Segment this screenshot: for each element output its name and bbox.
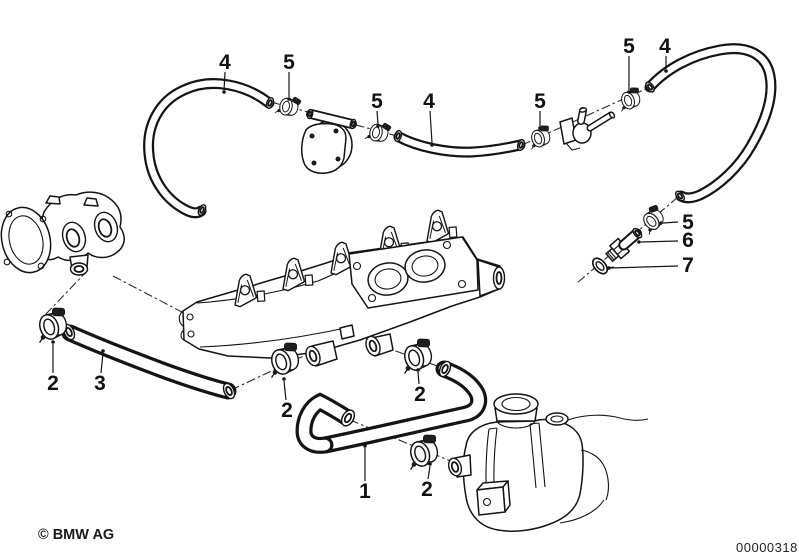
- copyright-notice: © BMW AG: [38, 527, 114, 543]
- callout-label[interactable]: 2: [47, 372, 59, 395]
- intake-manifold: [178, 208, 506, 367]
- hose-3: [61, 323, 237, 400]
- callout-5e[interactable]: 5: [659, 211, 694, 234]
- hose-4-left: [143, 78, 275, 219]
- callout-label[interactable]: 2: [281, 399, 293, 422]
- housing-port-1: [61, 221, 87, 253]
- callout-4a[interactable]: 4: [219, 51, 231, 94]
- callout-5d[interactable]: 5: [623, 35, 635, 94]
- callout-label[interactable]: 2: [414, 383, 426, 406]
- callout-1[interactable]: 1: [359, 444, 371, 503]
- housing-flange: [0, 206, 52, 274]
- hose-clamp-2c: [394, 334, 439, 375]
- callout-label[interactable]: 5: [682, 211, 694, 234]
- axis-housing-hose3: [45, 269, 89, 332]
- hose-4-right: [644, 43, 777, 204]
- callout-label[interactable]: 5: [534, 90, 546, 113]
- callout-label[interactable]: 5: [371, 90, 383, 113]
- actuator-pipe: [306, 108, 357, 130]
- hose-clamp-2d: [400, 430, 445, 471]
- callout-label[interactable]: 5: [283, 51, 295, 74]
- callout-4c[interactable]: 4: [659, 35, 671, 73]
- callout-2b[interactable]: 2: [281, 377, 293, 422]
- seal-ring: [591, 257, 615, 275]
- housing-tab: [45, 195, 61, 205]
- expansion-tank: [447, 393, 649, 532]
- callout-label[interactable]: 2: [421, 478, 433, 501]
- hose-1: [295, 360, 488, 454]
- tank-right-contour: [559, 449, 609, 524]
- actuator-face: [301, 122, 347, 174]
- callout-label[interactable]: 7: [682, 254, 694, 277]
- manifold-rail-line: [199, 326, 351, 348]
- callout-label[interactable]: 1: [359, 480, 371, 503]
- t-valve-nozzle: [586, 111, 616, 132]
- t-valve-top-stub: [577, 107, 588, 125]
- hose-clamp-5e: [635, 202, 669, 236]
- thermostat-housing: [0, 191, 125, 276]
- housing-flange-inner: [8, 215, 44, 265]
- housing-bottom-port: [69, 254, 89, 276]
- manifold-left-flange: [178, 310, 195, 341]
- callouts: 4 5 5 4 5 5 4 5: [47, 35, 694, 503]
- callout-4b[interactable]: 4: [423, 90, 435, 147]
- hose-clamp-5a: [274, 92, 303, 119]
- callout-2c[interactable]: 2: [414, 368, 426, 406]
- hose-4-middle: [393, 129, 526, 158]
- tank-filler-neck: [493, 393, 539, 429]
- housing-port-2: [93, 211, 119, 243]
- callout-5c[interactable]: 5: [534, 90, 546, 130]
- tank-inlet-stub: [447, 454, 472, 478]
- manifold-right-port: [477, 259, 506, 297]
- callout-2a[interactable]: 2: [47, 340, 59, 395]
- tank-top-contour: [567, 414, 649, 421]
- callout-7[interactable]: 7: [607, 254, 694, 277]
- housing-tab: [83, 197, 99, 207]
- callout-label[interactable]: 5: [623, 35, 635, 58]
- callout-6[interactable]: 6: [637, 229, 694, 252]
- callout-2d[interactable]: 2: [421, 462, 433, 501]
- manifold-water-port-rear: [365, 333, 394, 357]
- vacuum-actuator: [301, 108, 357, 174]
- callout-5b[interactable]: 5: [371, 90, 383, 128]
- threaded-fitting: [605, 227, 643, 262]
- tank-bracket: [476, 480, 511, 516]
- callout-5a[interactable]: 5: [283, 51, 295, 101]
- callout-label[interactable]: 6: [682, 229, 694, 252]
- manifold-center-boss: [339, 324, 355, 340]
- tank-cap: [545, 412, 569, 426]
- t-valve-foot: [565, 142, 581, 151]
- callout-3[interactable]: 3: [94, 349, 106, 395]
- document-number: 00000318: [736, 540, 798, 555]
- t-valve-fitting: [559, 107, 616, 151]
- callout-label[interactable]: 4: [659, 35, 671, 58]
- callout-label[interactable]: 3: [94, 372, 106, 395]
- callout-label[interactable]: 4: [219, 51, 231, 74]
- throttle-flange: [348, 236, 479, 309]
- axis-manifold-hose1: [378, 344, 444, 369]
- callout-label[interactable]: 4: [423, 90, 435, 113]
- manifold-water-port-front: [305, 340, 338, 367]
- hose-clamp-5d: [614, 84, 645, 113]
- tank-straps: [485, 422, 546, 513]
